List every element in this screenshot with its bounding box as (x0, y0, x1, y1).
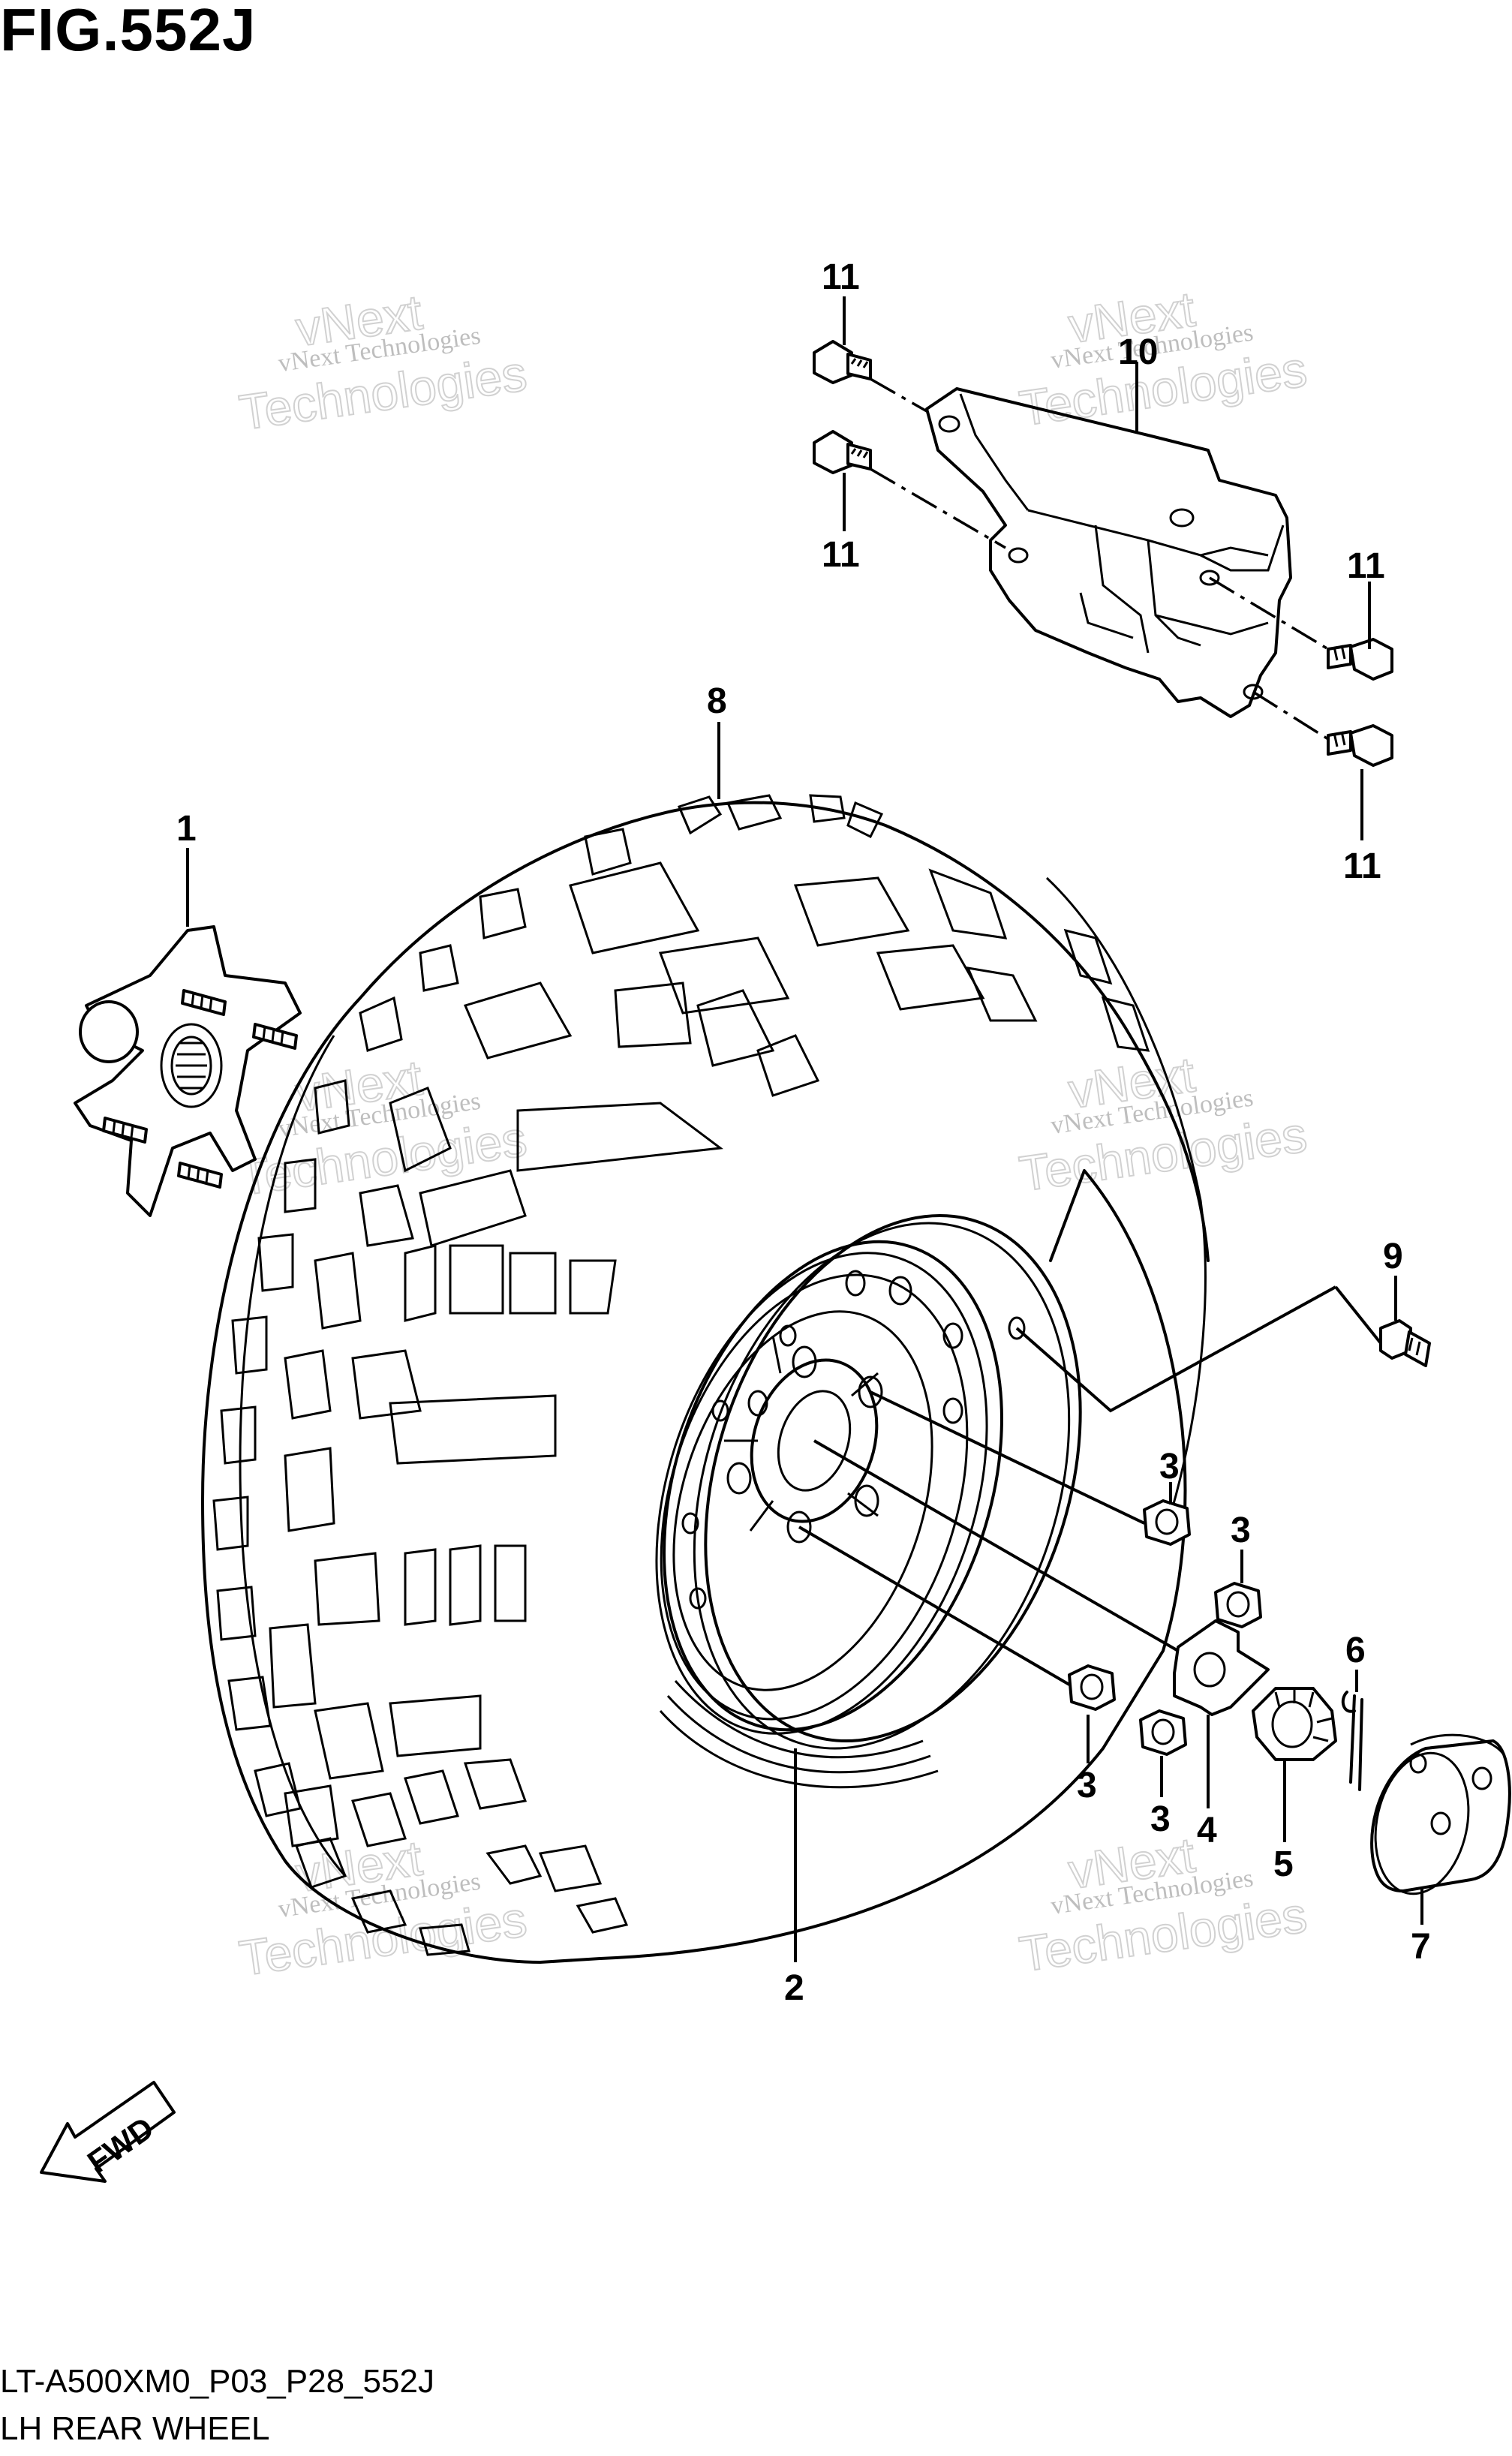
callout-4: 4 (1197, 1811, 1217, 1850)
model-code: LT-A500XM0_P03_P28_552J (0, 2363, 434, 2400)
watermark-top-right: vNext Technologies vNext Technologies (1015, 280, 1311, 437)
bolt-part-11-upper-left[interactable] (813, 340, 872, 384)
wheel-rim-part-2[interactable] (599, 1167, 1144, 1797)
hub-stud (102, 1117, 148, 1144)
washer-part-4[interactable] (1173, 1619, 1270, 1716)
fwd-direction-arrow: FWD (40, 2081, 176, 2183)
cotter-pin-part-6[interactable] (1341, 1691, 1363, 1791)
figure-caption: LH REAR WHEEL (0, 2410, 270, 2447)
watermark-mid-right: vNext Technologies vNext Technologies (1015, 1045, 1311, 1202)
nut-part-3[interactable] (1214, 1582, 1262, 1628)
callout-9: 9 (1383, 1237, 1403, 1276)
castle-nut-part-5[interactable] (1252, 1687, 1337, 1761)
bolt-part-11-upper-right[interactable] (1327, 638, 1393, 681)
leader-lines (186, 296, 1423, 1962)
callout-1: 1 (176, 809, 197, 849)
callout-11: 11 (1343, 846, 1381, 886)
nut-part-3[interactable] (1143, 1499, 1191, 1546)
bolt-part-11-lower-right[interactable] (1327, 724, 1393, 767)
callout-11: 11 (822, 535, 860, 575)
callout-10: 10 (1118, 332, 1158, 372)
watermark-top-left: vNext Technologies vNext Technologies (235, 283, 531, 440)
hub-stud (252, 1023, 298, 1050)
callout-3: 3 (1231, 1511, 1251, 1550)
callout-8: 8 (707, 681, 727, 721)
callout-11: 11 (822, 257, 860, 297)
watermark-bottom-left: vNext Technologies vNext Technologies (235, 1829, 531, 1986)
callout-numbers: 11 11 10 11 11 8 1 9 3 3 3 3 4 5 6 7 2 (176, 257, 1431, 2008)
hub-stud (181, 989, 227, 1016)
hub-part-1[interactable] (74, 925, 302, 1217)
hub-stud (177, 1162, 223, 1189)
callout-2: 2 (784, 1968, 804, 2008)
tire-part-8[interactable] (201, 794, 1210, 1964)
figure-title: FIG.552J (0, 0, 257, 63)
callout-5: 5 (1273, 1844, 1294, 1884)
nut-part-3[interactable] (1068, 1664, 1116, 1711)
callout-11: 11 (1347, 546, 1385, 586)
callout-6: 6 (1345, 1631, 1366, 1670)
bracket-part-10[interactable] (925, 387, 1292, 718)
watermark-mid-left: vNext Technologies vNext Technologies (235, 1048, 531, 1206)
callout-7: 7 (1411, 1927, 1431, 1967)
bolt-part-11-lower-left[interactable] (813, 430, 872, 474)
tread-blocks (212, 794, 1150, 1956)
fwd-label: FWD (81, 2110, 160, 2180)
callout-3: 3 (1159, 1447, 1180, 1487)
callout-3: 3 (1077, 1766, 1097, 1805)
valve-part-9[interactable] (1379, 1319, 1431, 1367)
hub-cap-part-7[interactable] (1363, 1733, 1511, 1902)
callout-3: 3 (1150, 1799, 1171, 1839)
nut-part-3[interactable] (1139, 1709, 1187, 1756)
